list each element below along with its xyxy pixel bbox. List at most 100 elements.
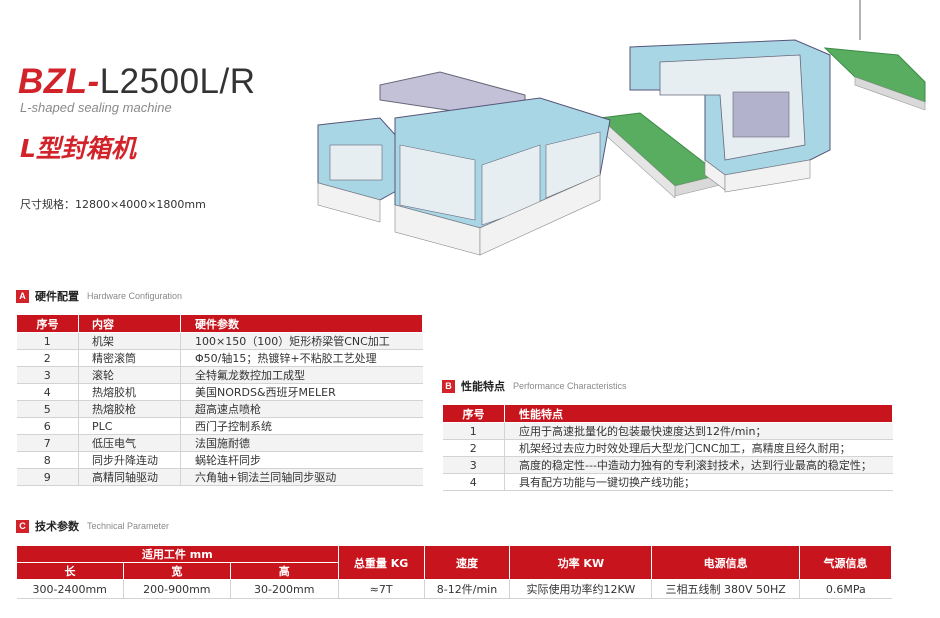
cell-no: 4 <box>16 383 79 401</box>
column-header: 硬件参数 <box>180 314 423 333</box>
cell-item: 热熔胶机 <box>78 383 181 401</box>
conveyor-right <box>823 47 926 111</box>
column-header-power: 功率 KW <box>509 545 653 580</box>
table-row: 300-2400mm 200-900mm 30-200mm ≈7T 8-12件/… <box>16 579 892 599</box>
column-header-height: 高 <box>229 562 339 580</box>
column-header: 序号 <box>442 404 505 423</box>
section-b-subtitle: Performance Characteristics <box>513 381 627 391</box>
workpiece-group-header: 适用工件 mm <box>16 545 339 563</box>
cell-item: 精密滚筒 <box>78 349 181 367</box>
section-a-title: 硬件配置 <box>35 290 79 303</box>
section-c-badge: C <box>16 519 29 533</box>
section-a-header: A 硬件配置 Hardware Configuration <box>16 288 182 304</box>
cell-spec: 100×150（100）矩形桥梁管CNC加工 <box>180 332 423 350</box>
cell-no: 9 <box>16 468 79 486</box>
cell-spec: 法国施耐德 <box>180 434 423 452</box>
english-subtitle: L-shaped sealing machine <box>20 100 172 115</box>
section-b-title: 性能特点 <box>461 380 505 393</box>
model-suffix: L2500L/R <box>99 62 256 101</box>
cell-length: 300-2400mm <box>16 579 124 599</box>
cell-feature: 具有配方功能与一键切换产线功能； <box>504 473 893 491</box>
cell-weight: ≈7T <box>338 579 425 599</box>
cell-no: 2 <box>442 439 505 457</box>
column-header-weight: 总重量 KG <box>337 545 425 580</box>
cell-power: 实际使用功率约12KW <box>509 579 653 599</box>
cell-feature: 机架经过去应力时效处理后大型龙门CNC加工，高精度且经久耐用； <box>504 439 893 457</box>
cell-no: 1 <box>16 332 79 350</box>
section-c-subtitle: Technical Parameter <box>87 521 170 531</box>
section-c-header: C 技术参数 Technical Parameter <box>16 518 169 534</box>
cell-spec: 美国NORDS&西班牙MELER <box>180 383 423 401</box>
cell-item: 滚轮 <box>78 366 181 384</box>
cell-electric: 三相五线制 380V 50HZ <box>651 579 801 599</box>
table-subheader-row: 长 宽 高 <box>16 562 892 580</box>
section-b-badge: B <box>442 379 455 393</box>
cell-no: 1 <box>442 422 505 440</box>
cell-item: 热熔胶枪 <box>78 400 181 418</box>
column-header: 内容 <box>78 314 181 333</box>
cell-no: 4 <box>442 473 505 491</box>
section-c-title: 技术参数 <box>35 520 79 533</box>
sealer-unit-left <box>317 71 611 256</box>
table-header-row: 序号 内容 硬件参数 <box>16 314 423 333</box>
column-header-width: 宽 <box>122 562 231 580</box>
dimensions-text: 尺寸规格：12800×4000×1800mm <box>20 198 206 211</box>
cell-item: 同步升降连动 <box>78 451 181 469</box>
cell-no: 3 <box>16 366 79 384</box>
cell-no: 2 <box>16 349 79 367</box>
cell-feature: 应用于高速批量化的包装最快速度达到12件/min； <box>504 422 893 440</box>
cell-spec: 六角轴+铜法兰同轴同步驱动 <box>180 468 423 486</box>
cell-item: PLC <box>78 417 181 435</box>
cell-width: 200-900mm <box>123 579 231 599</box>
section-b-header: B 性能特点 Performance Characteristics <box>442 378 627 394</box>
chinese-title: L型封箱机 <box>20 134 136 163</box>
cell-spec: Φ50/轴15；热镀锌+不粘胶工艺处理 <box>180 349 423 367</box>
column-header: 序号 <box>16 314 79 333</box>
column-header-length: 长 <box>16 562 124 580</box>
column-header-air: 气源信息 <box>799 545 892 580</box>
cell-spec: 蜗轮连杆同步 <box>180 451 423 469</box>
cell-no: 7 <box>16 434 79 452</box>
cell-spec: 西门子控制系统 <box>180 417 423 435</box>
cell-item: 机架 <box>78 332 181 350</box>
cell-air: 0.6MPa <box>799 579 892 599</box>
cell-feature: 高度的稳定性---中造动力独有的专利滚封技术，达到行业最高的稳定性； <box>504 456 893 474</box>
cell-spec: 全特氟龙数控加工成型 <box>180 366 423 384</box>
model-title: BZL-L2500L/R <box>18 64 256 99</box>
cell-no: 8 <box>16 451 79 469</box>
cell-item: 高精同轴驱动 <box>78 468 181 486</box>
cell-spec: 超高速点喷枪 <box>180 400 423 418</box>
column-header: 性能特点 <box>504 404 893 423</box>
cell-no: 6 <box>16 417 79 435</box>
section-a-subtitle: Hardware Configuration <box>87 291 183 301</box>
cell-item: 低压电气 <box>78 434 181 452</box>
cell-no: 3 <box>442 456 505 474</box>
column-header-speed: 速度 <box>423 545 511 580</box>
table-header-row: 适用工件 mm 总重量 KG 速度 功率 KW 电源信息 气源信息 <box>16 545 892 580</box>
conveyor-middle <box>598 112 722 199</box>
tech-parameter-table: 适用工件 mm 总重量 KG 速度 功率 KW 电源信息 气源信息 长 宽 高 … <box>16 545 892 599</box>
model-prefix: BZL- <box>18 62 100 101</box>
table-header-row: 序号 性能特点 <box>442 404 893 423</box>
cell-no: 5 <box>16 400 79 418</box>
section-a-badge: A <box>16 289 29 303</box>
column-header-electric: 电源信息 <box>651 545 801 580</box>
cell-height: 30-200mm <box>230 579 339 599</box>
machine-illustration <box>317 0 926 256</box>
gantry-right <box>629 0 861 193</box>
